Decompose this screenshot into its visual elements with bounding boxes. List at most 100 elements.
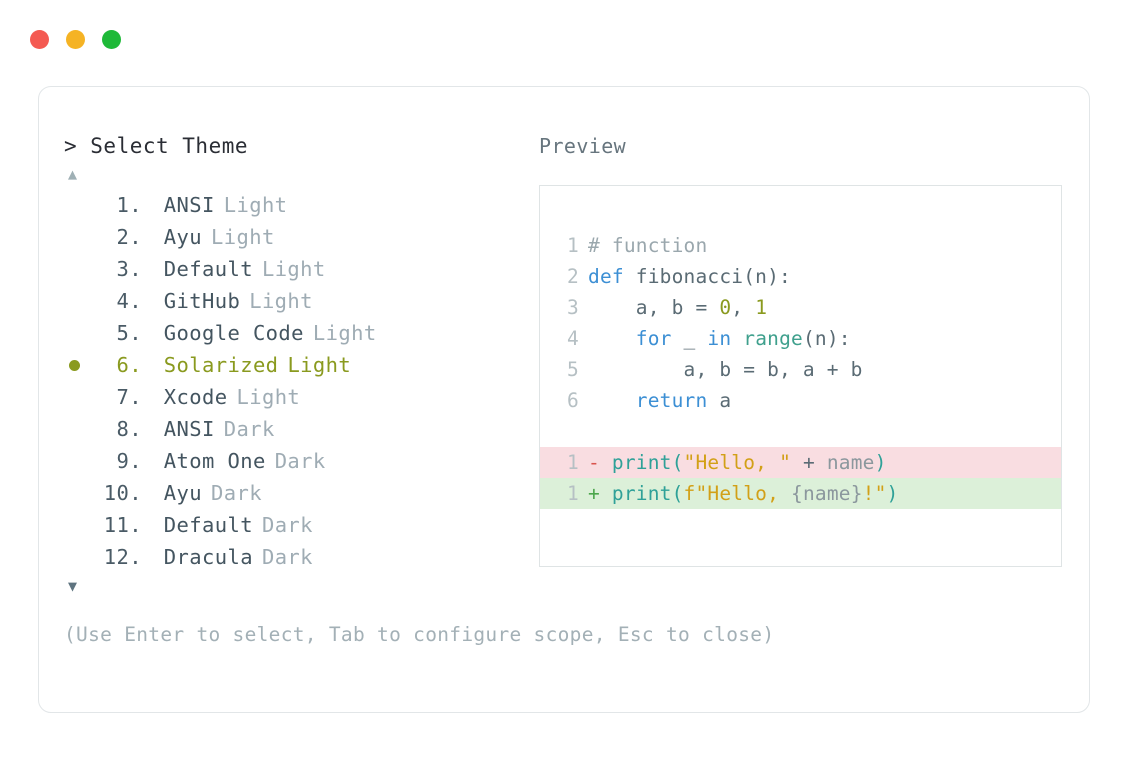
scroll-down-icon[interactable]: ▼ xyxy=(68,577,78,595)
code-token: ) xyxy=(886,482,899,505)
close-dot[interactable] xyxy=(30,30,49,49)
theme-variant: Dark xyxy=(261,513,313,537)
code-token: 0 xyxy=(719,296,732,319)
code-token: 1 xyxy=(755,296,768,319)
code-token: ( xyxy=(671,451,684,474)
theme-list-item[interactable]: 6. Solarized Light xyxy=(64,349,534,381)
line-number: 5 xyxy=(567,358,579,381)
code-line: 5 a, b = b, a + b xyxy=(540,354,1061,385)
theme-name: Xcode xyxy=(163,385,228,409)
theme-name: Ayu xyxy=(163,225,202,249)
code-text: - print("Hello, " + name) xyxy=(588,447,1061,478)
code-token: !" xyxy=(862,482,887,505)
code-token: "Hello, " xyxy=(683,451,792,474)
code-token: in xyxy=(707,327,732,350)
theme-index-gap xyxy=(142,349,164,381)
code-token: return xyxy=(635,389,708,412)
code-token: print xyxy=(611,482,672,505)
code-token: _ xyxy=(671,327,708,350)
theme-name: Google Code xyxy=(163,321,304,345)
line-number: 1 xyxy=(567,234,579,257)
line-number: 6 xyxy=(567,389,579,412)
theme-name: Default xyxy=(163,257,253,281)
theme-name: Atom One xyxy=(163,449,266,473)
code-token xyxy=(588,389,636,412)
theme-variant: Light xyxy=(287,353,352,377)
theme-index: 10. xyxy=(103,481,142,505)
theme-variant: Dark xyxy=(223,417,275,441)
theme-index: 12. xyxy=(103,545,142,569)
theme-index: 9. xyxy=(116,449,142,473)
theme-variant: Dark xyxy=(210,481,262,505)
theme-index: 1. xyxy=(116,193,142,217)
theme-name: Solarized xyxy=(163,353,279,377)
theme-index: 8. xyxy=(116,417,142,441)
theme-index-gap xyxy=(142,221,164,253)
line-number: 1 xyxy=(567,451,579,474)
code-token: range xyxy=(743,327,803,350)
theme-index: 3. xyxy=(116,257,142,281)
theme-name: Ayu xyxy=(163,481,202,505)
diff-line: 1 - print("Hello, " + name) xyxy=(540,447,1061,478)
theme-index: 6. xyxy=(116,353,142,377)
code-token: , xyxy=(731,296,756,319)
code-text: for _ in range(n): xyxy=(588,323,1061,354)
diff-line: 1+ print(f"Hello, {name}!") xyxy=(540,478,1061,509)
theme-index-gap xyxy=(142,477,164,509)
theme-index-gap xyxy=(142,317,164,349)
theme-list-item[interactable]: 1. ANSI Light xyxy=(64,189,534,221)
theme-list-item[interactable]: 10. Ayu Dark xyxy=(64,477,534,509)
theme-name: Default xyxy=(163,513,253,537)
code-text: + print(f"Hello, {name}!") xyxy=(588,478,1061,509)
theme-index-gap xyxy=(142,541,164,573)
code-token: a, b = b, a + b xyxy=(588,358,863,381)
code-text: a, b = b, a + b xyxy=(588,354,1061,385)
code-token xyxy=(588,327,636,350)
theme-index-gap xyxy=(142,445,164,477)
theme-variant: Dark xyxy=(274,449,326,473)
keyboard-hint: (Use Enter to select, Tab to configure s… xyxy=(64,623,775,646)
theme-variant: Light xyxy=(312,321,377,345)
code-token: {name} xyxy=(791,482,863,505)
code-token: a, b = xyxy=(588,296,720,319)
maximize-dot[interactable] xyxy=(102,30,121,49)
theme-index-gap xyxy=(142,253,164,285)
scroll-up-icon[interactable]: ▲ xyxy=(68,165,78,183)
theme-index: 4. xyxy=(116,289,142,313)
code-token: ) xyxy=(874,451,887,474)
theme-name: ANSI xyxy=(163,193,215,217)
theme-index: 11. xyxy=(103,513,142,537)
theme-list-item[interactable]: 9. Atom One Dark xyxy=(64,445,534,477)
code-token: def xyxy=(588,265,636,288)
theme-variant: Dark xyxy=(261,545,313,569)
theme-variant: Light xyxy=(223,193,288,217)
code-token: + xyxy=(791,451,827,474)
theme-list-item[interactable]: 3. Default Light xyxy=(64,253,534,285)
theme-index-gap xyxy=(142,413,164,445)
theme-list-item[interactable]: 11. Default Dark xyxy=(64,509,534,541)
window-titlebar xyxy=(30,30,121,49)
theme-variant: Light xyxy=(249,289,313,313)
theme-index: 2. xyxy=(116,225,142,249)
selected-bullet-icon xyxy=(64,359,94,371)
code-token: name xyxy=(826,451,875,474)
minimize-dot[interactable] xyxy=(66,30,85,49)
theme-variant: Light xyxy=(261,257,326,281)
code-token: - xyxy=(588,451,612,474)
selected-bullet-icon xyxy=(69,359,80,371)
theme-index-gap xyxy=(142,189,164,221)
page-title: > Select Theme xyxy=(64,134,249,158)
code-line: 6 return a xyxy=(540,385,1061,416)
